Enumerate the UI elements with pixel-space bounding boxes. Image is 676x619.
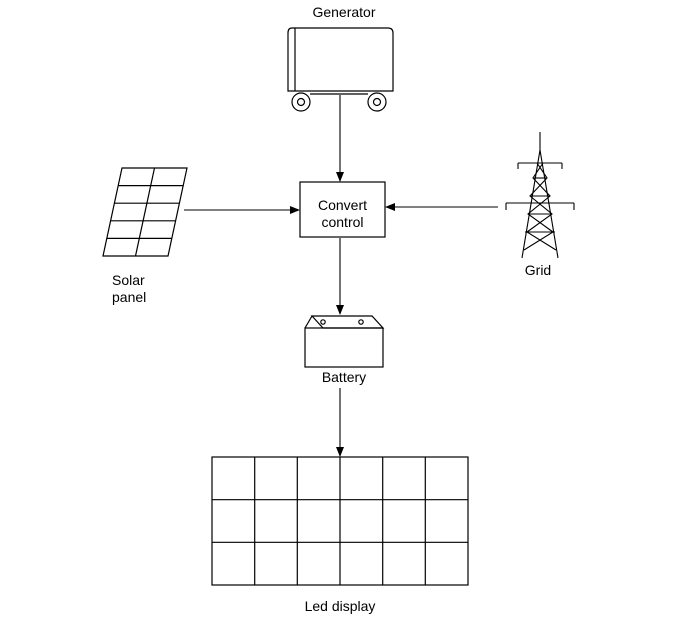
convert-control-label-line1: Convert (317, 197, 368, 213)
solar-panel-label-line1: Solar (112, 272, 145, 288)
led-display-grid (211, 456, 469, 586)
solar-panel-label-line2: panel (112, 289, 147, 305)
battery-icon (304, 315, 385, 368)
grid-label: Grid (524, 262, 552, 278)
convert-control-label-line2: control (321, 214, 364, 230)
grid-tower-icon (505, 132, 575, 259)
generator-label: Generator (312, 4, 376, 20)
generator-icon (287, 27, 394, 112)
led-display-label: Led display (304, 598, 376, 614)
convert-control-box (299, 181, 386, 238)
solar-panel-icon (102, 167, 188, 257)
battery-label: Battery (321, 369, 367, 385)
